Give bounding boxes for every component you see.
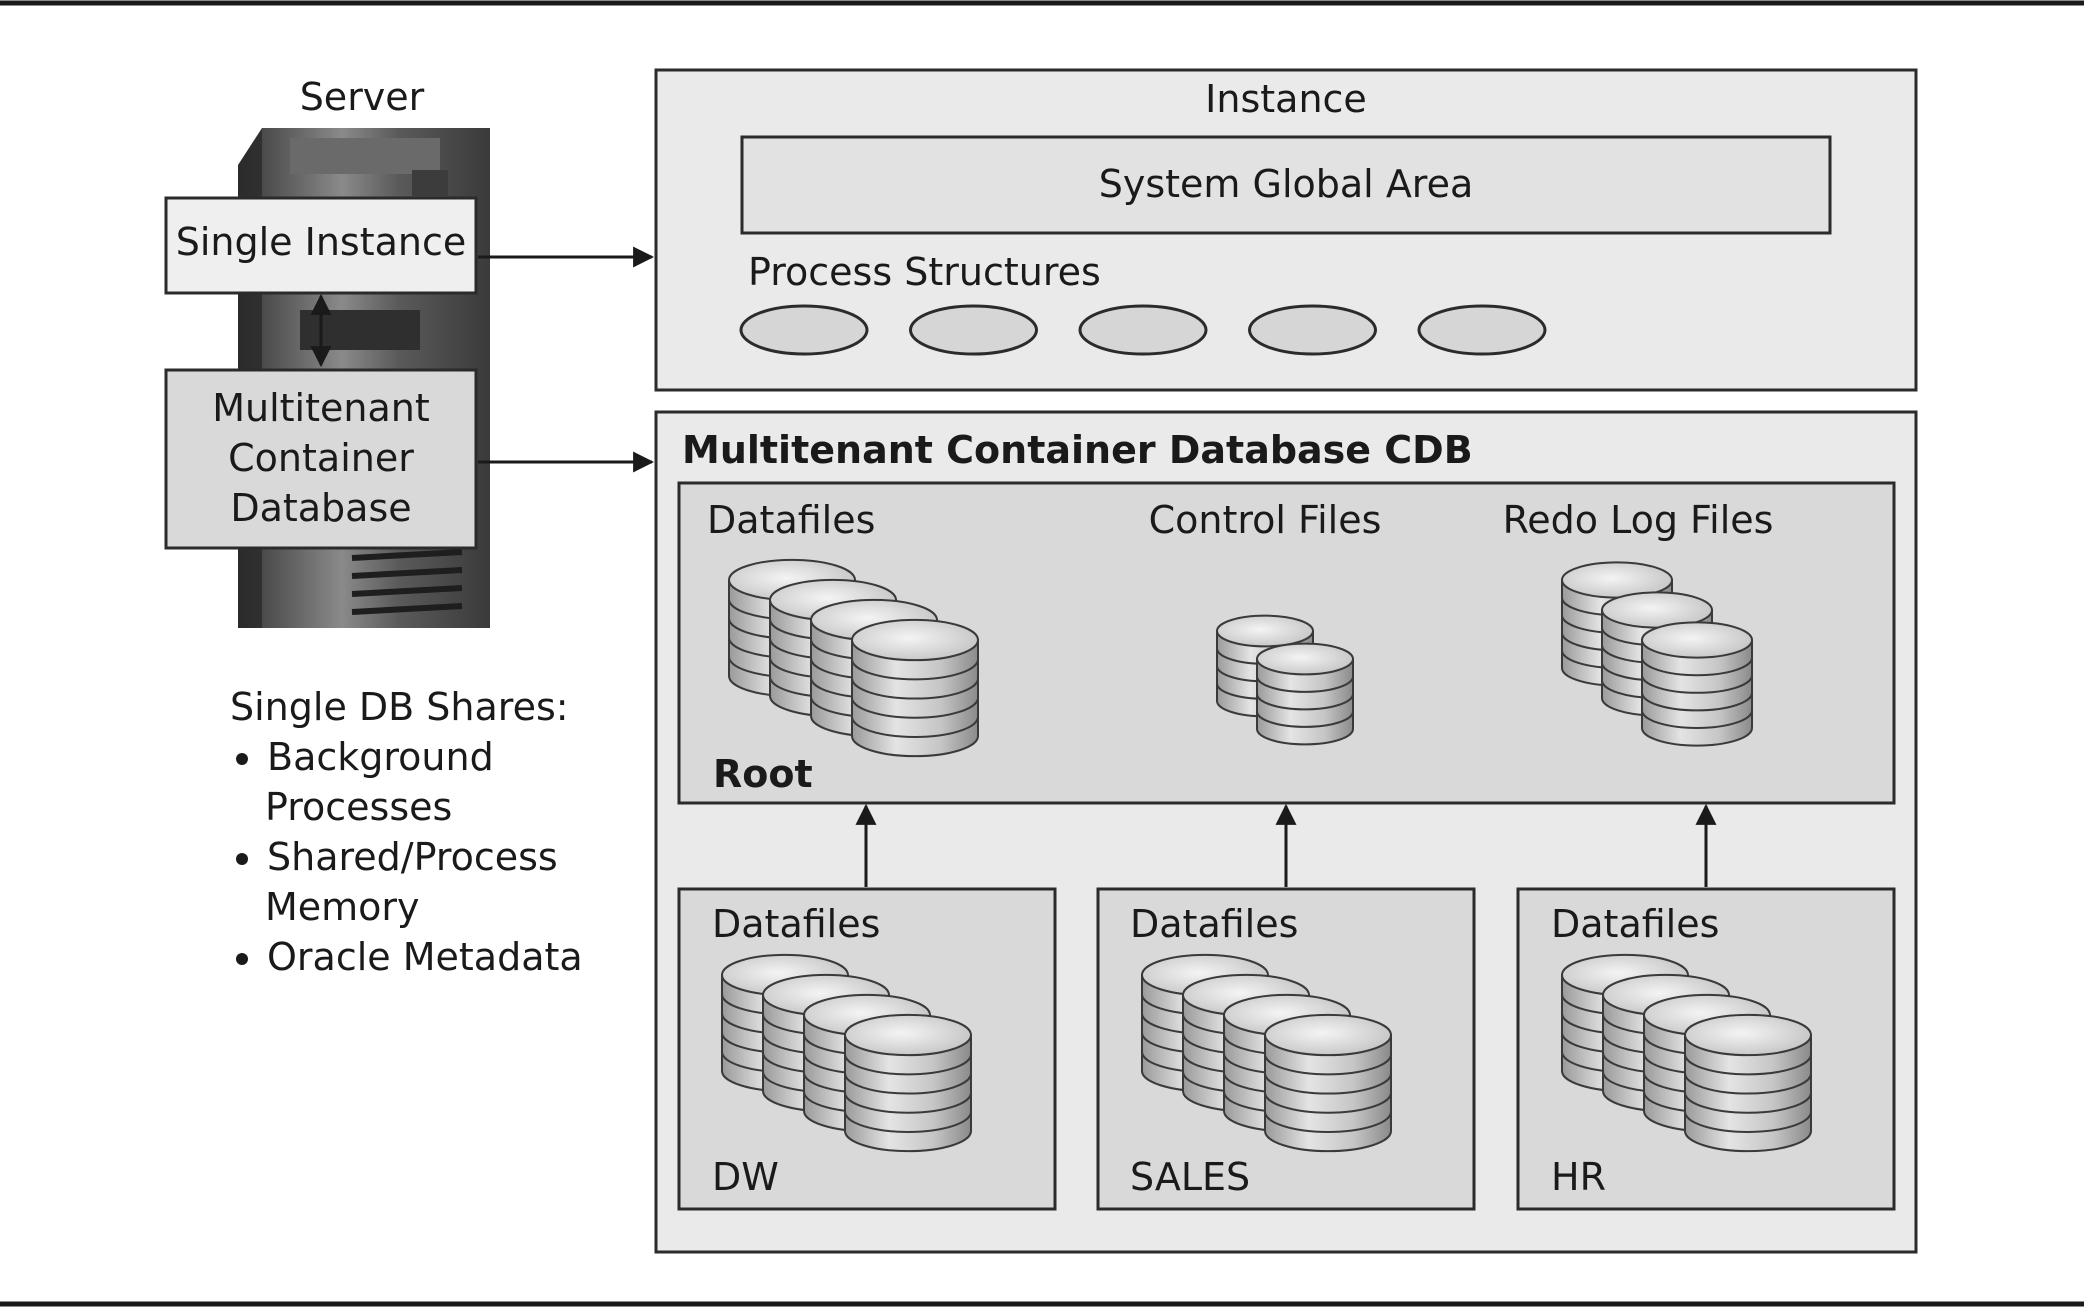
shares-item-3-line-1: Oracle Metadata [267, 935, 583, 979]
cdb-title: Multitenant Container Database CDB [682, 428, 1473, 472]
server-cdb-line-1: Multitenant [212, 386, 430, 430]
process-structure-ellipse [1417, 304, 1547, 356]
shares-item-2-line-2: Memory [265, 885, 420, 929]
sga-label: System Global Area [1099, 162, 1474, 206]
shares-heading: Single DB Shares: [230, 685, 569, 729]
pdb-name: DW [712, 1155, 779, 1199]
process-structure-ellipse [739, 304, 869, 356]
pdb-datafile-stacks [721, 953, 1812, 1153]
bullet-icon [236, 753, 248, 765]
shares-item-1-line-2: Processes [265, 785, 452, 829]
single-instance-box: Single Instance [164, 196, 478, 295]
root-control-files-label: Control Files [1149, 498, 1382, 542]
database-cylinder-icon [851, 618, 979, 758]
process-structures-label: Process Structures [748, 250, 1101, 294]
instance-title: Instance [1205, 77, 1367, 121]
server-cdb-line-2: Container [228, 436, 414, 480]
process-structure-ellipse [909, 304, 1038, 356]
root-redo-log-files-label: Redo Log Files [1503, 498, 1774, 542]
cdb-box: Multitenant Container Database CDB Dataf… [654, 410, 1918, 1254]
shares-item-1-line-1: Background [267, 735, 494, 779]
single-instance-label: Single Instance [176, 220, 467, 264]
process-structures [739, 304, 1547, 356]
root-datafiles-label: Datafiles [707, 498, 875, 542]
database-cylinder-icon [1684, 1013, 1812, 1153]
root-label: Root [713, 752, 813, 796]
database-cylinder-icon [1264, 1013, 1392, 1153]
sga-box [740, 135, 1832, 235]
process-structure-ellipse [1248, 304, 1377, 356]
pdb-datafiles-label: Datafiles [712, 902, 880, 946]
instance-box: Instance System Global Area Process Stru… [654, 68, 1918, 392]
process-structure-ellipse [1078, 304, 1208, 356]
database-cylinder-icon [1256, 642, 1354, 746]
shares-list: Single DB Shares: Background Processes S… [230, 685, 583, 979]
database-cylinder-icon [844, 1013, 972, 1153]
pdb-datafiles-label: Datafiles [1130, 902, 1298, 946]
pdb-name: HR [1551, 1155, 1606, 1199]
server-cdb-box: Multitenant Container Database [164, 368, 478, 550]
pdb-datafiles-label: Datafiles [1551, 902, 1719, 946]
database-cylinder-icon [1641, 621, 1753, 747]
shares-item-2-line-1: Shared/Process [267, 835, 558, 879]
pdb-name: SALES [1130, 1155, 1250, 1199]
server-title: Server [300, 75, 425, 119]
root-datafile-stacks [728, 558, 1753, 758]
bullet-icon [236, 853, 248, 865]
server-cdb-line-3: Database [230, 486, 411, 530]
bullet-icon [236, 953, 248, 965]
